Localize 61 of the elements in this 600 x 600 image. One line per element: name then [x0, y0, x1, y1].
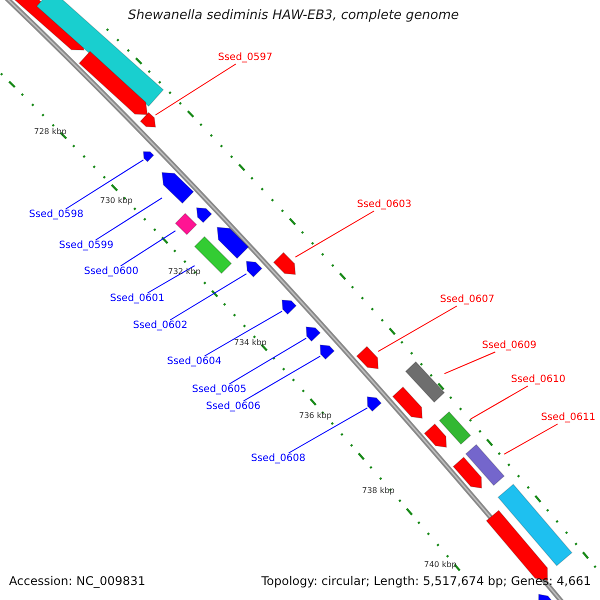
gene-label: Ssed_0608 — [251, 453, 306, 465]
gene-label: Ssed_0610 — [511, 374, 566, 386]
gene-feature — [497, 484, 573, 566]
gene-feature — [142, 151, 154, 162]
gene-feature — [78, 50, 148, 116]
diagram-title: Shewanella sediminis HAW-EB3, complete genome — [128, 10, 459, 22]
leader-line — [378, 306, 458, 352]
gene-feature — [282, 299, 297, 315]
gene-label: Ssed_0601 — [110, 293, 165, 305]
gene-feature — [356, 346, 379, 370]
gene-label: Ssed_0597 — [218, 52, 273, 64]
gene-label: Ssed_0605 — [192, 384, 247, 396]
gene-feature — [216, 226, 250, 260]
scale-label: 732 kbp — [168, 266, 201, 278]
leader-line — [504, 424, 558, 455]
gene-feature — [246, 260, 263, 278]
gene-feature — [161, 172, 194, 204]
gene-feature — [174, 212, 198, 236]
gene-label: Ssed_0599 — [59, 240, 114, 252]
leader-line — [95, 197, 162, 240]
gene-label: Ssed_0609 — [482, 340, 537, 352]
gene-feature — [366, 396, 382, 412]
leader-line — [147, 265, 196, 294]
leader-line — [470, 386, 528, 420]
gene-feature — [424, 423, 447, 448]
leader-line — [170, 273, 247, 320]
gene-label: Ssed_0602 — [133, 320, 188, 332]
gene-feature — [196, 207, 212, 224]
scale-label: 740 kbp — [424, 559, 457, 571]
leader-line — [65, 159, 144, 210]
leader-line — [288, 407, 368, 454]
leader-line — [120, 230, 176, 266]
gene-feature — [438, 411, 472, 445]
gene-feature — [404, 361, 446, 403]
gene-label: Ssed_0598 — [29, 209, 84, 221]
gene-feature — [320, 344, 335, 360]
gene-feature — [272, 252, 296, 276]
leader-line — [243, 356, 321, 402]
gene-label: Ssed_0600 — [84, 266, 139, 278]
leader-line — [228, 338, 307, 384]
gene-label: Ssed_0611 — [541, 412, 596, 424]
leader-line — [204, 310, 283, 356]
scale-label: 736 kbp — [299, 410, 332, 422]
scale-label: 738 kbp — [362, 485, 395, 497]
gene-feature — [306, 326, 321, 342]
scale-label: 728 kbp — [34, 126, 67, 138]
gene-label: Ssed_0607 — [440, 294, 495, 306]
leader-line — [444, 352, 496, 374]
scale-label: 734 kbp — [234, 337, 267, 349]
gene-feature — [465, 444, 505, 486]
gene-label: Ssed_0606 — [206, 401, 261, 413]
gene-label: Ssed_0604 — [167, 356, 222, 368]
gene-label: Ssed_0603 — [357, 199, 412, 211]
genome-summary: Topology: circular; Length: 5,517,674 bp; Genes: 4,661 — [261, 575, 591, 587]
leader-line — [155, 64, 236, 116]
gene-feature — [392, 386, 423, 419]
accession-label: Accession: NC_009831 — [9, 575, 146, 587]
scale-label: 730 kbp — [100, 195, 133, 207]
gene-feature — [452, 456, 482, 489]
gene-feature — [140, 112, 156, 128]
leader-line — [294, 210, 375, 258]
